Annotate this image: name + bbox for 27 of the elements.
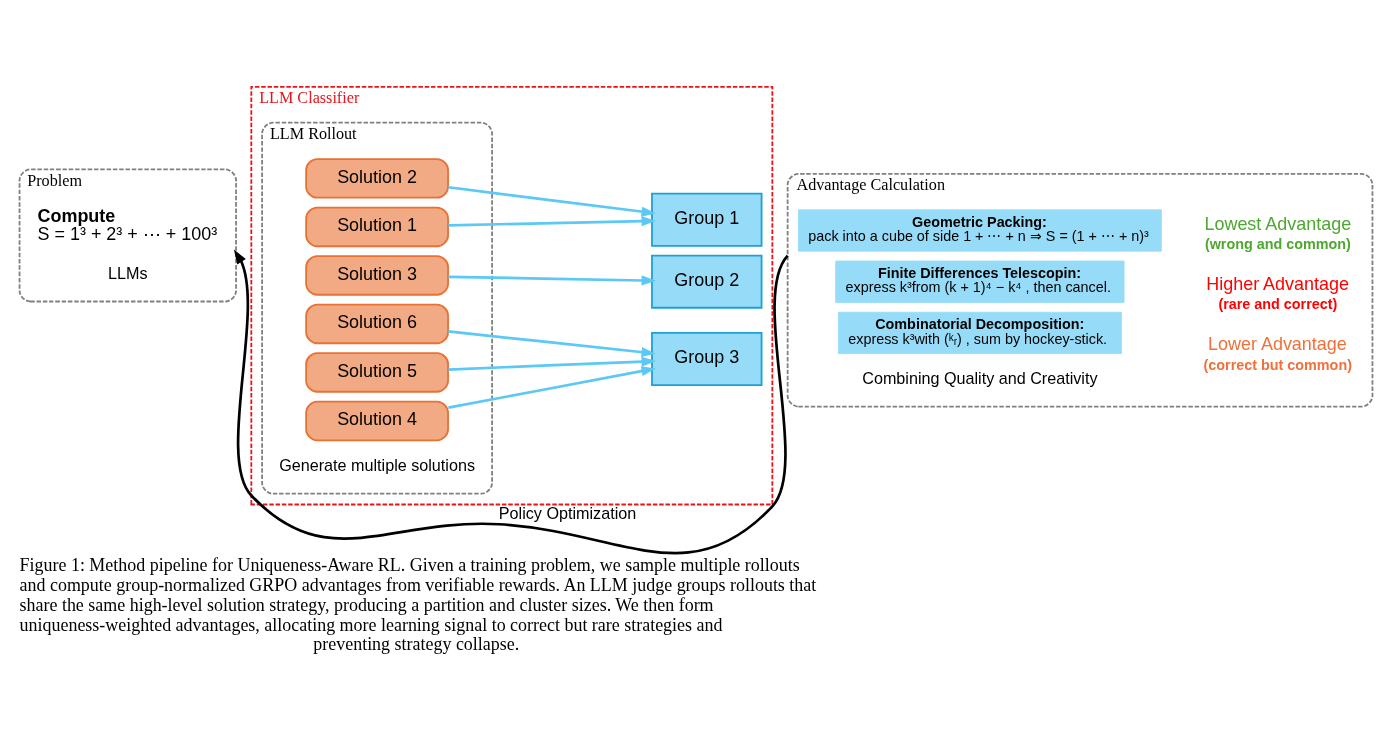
- label: (wrong and common): [1204, 235, 1351, 252]
- label: Higher Advantage: [1206, 273, 1349, 294]
- node-box: Solution 3: [305, 254, 449, 296]
- node-box: Solution 6: [305, 303, 449, 344]
- node-box: Group 3: [651, 331, 763, 386]
- label: (rare and correct): [1218, 295, 1338, 312]
- node-box: Combinatorial Decomposition: express k³with (ᵏᵣ) , sum by hockey-stick.: [837, 311, 1122, 354]
- arrow: [448, 329, 656, 357]
- arrow: [448, 356, 656, 371]
- arrow: [448, 215, 656, 227]
- node-box: Group 1: [651, 192, 763, 247]
- node-box: Solution 1: [305, 206, 449, 247]
- node-box: Solution 4: [305, 400, 449, 441]
- label: Lowest Advantage: [1204, 213, 1352, 234]
- node-box: Finite Differences Telescopin: express k³from (k + 1)⁴ − k⁴ , then cancel.: [835, 260, 1125, 303]
- node-box: Geometric Packing: pack into a cube of side 1 + ⋯ + n ⇒ S = (1 + ⋯ + n)³: [797, 208, 1162, 252]
- caption: Figure 1: Method pipeline for Uniqueness-Aware RL. Given a training problem, we sample multiple rollouts and compute group-normalized GRPO advantages from verifiable rewards. An LLM judge groups rollouts that share the same high-level solution strategy, producing a partition and cluster sizes. We then form uniqueness-weighted advantages, allocating more learning signal to correct but rare strategies and preventing strategy collapse.: [19, 554, 817, 654]
- node-box: Group 2: [651, 254, 763, 309]
- arrow: [448, 185, 656, 217]
- label: Lower Advantage: [1208, 333, 1347, 354]
- label: (correct but common): [1203, 356, 1352, 373]
- node-box: Solution 5: [305, 351, 449, 393]
- arrow: [448, 274, 656, 286]
- arrow: [448, 365, 656, 409]
- edge-label: Policy Optimization: [498, 503, 637, 522]
- node-box: Solution 2: [305, 157, 449, 199]
- node-text: Compute S = 1³ + 2³ + ⋯ + 100³: [37, 205, 218, 244]
